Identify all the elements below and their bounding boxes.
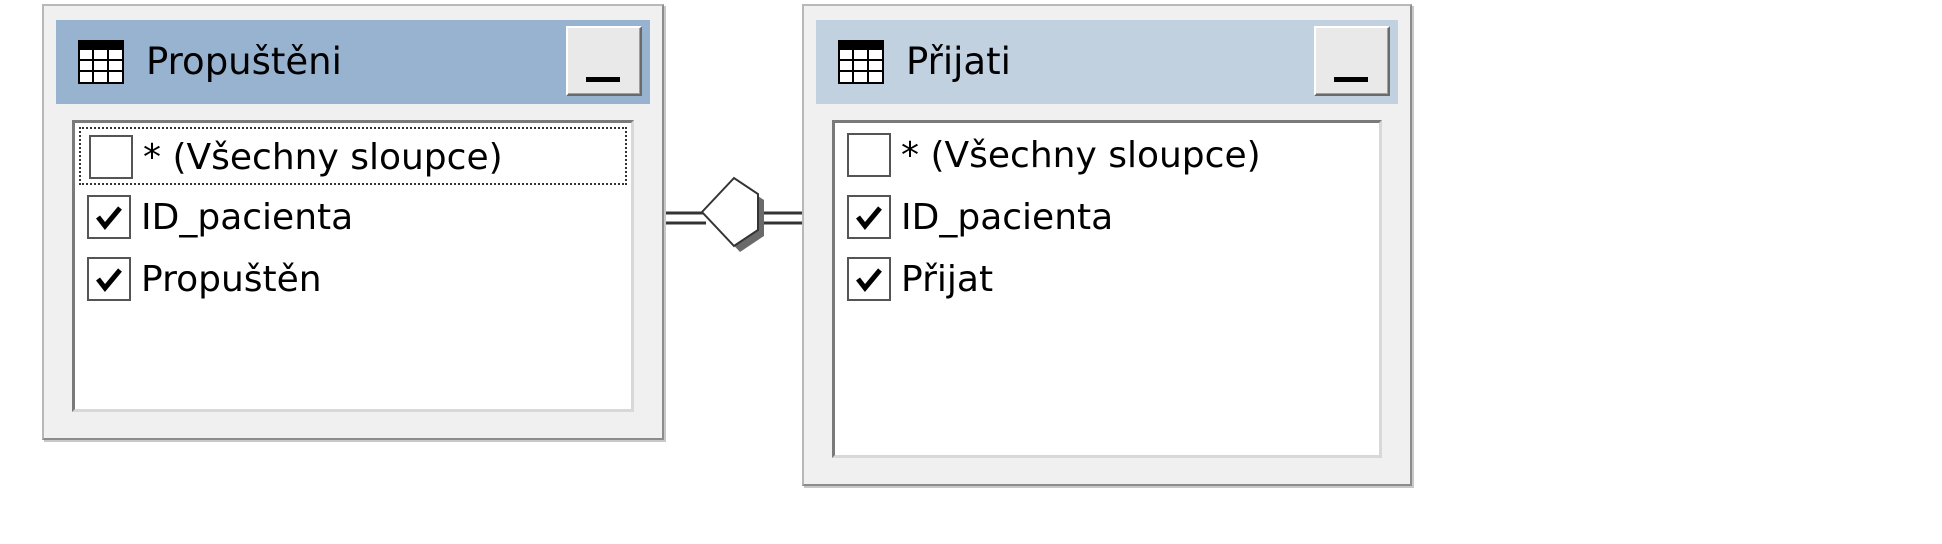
table-title-bar[interactable]: Propuštěni — [56, 20, 650, 104]
column-row-id-pacienta[interactable]: ID_pacienta — [79, 189, 627, 247]
join-line-right — [760, 211, 802, 225]
checkmark-icon — [856, 206, 882, 230]
column-row-propusten[interactable]: Propuštěn — [79, 251, 627, 309]
table-name: Přijati — [906, 40, 1011, 83]
checkbox-id-pacienta[interactable] — [847, 195, 891, 239]
column-row-prijat[interactable]: Přijat — [839, 251, 1375, 309]
checkmark-icon — [96, 268, 122, 292]
checkmark-icon — [96, 206, 122, 230]
column-label: Přijat — [901, 259, 994, 300]
table-title-bar[interactable]: Přijati — [816, 20, 1398, 104]
table-name: Propuštěni — [146, 40, 342, 83]
column-row-all[interactable]: * (Všechny sloupce) — [839, 127, 1375, 185]
table-grid-icon — [838, 40, 884, 84]
column-label: * (Všechny sloupce) — [143, 137, 503, 178]
minimize-icon — [586, 77, 620, 82]
column-row-id-pacienta[interactable]: ID_pacienta — [839, 189, 1375, 247]
join-diamond-icon[interactable] — [700, 176, 764, 252]
checkbox-all-columns[interactable] — [89, 135, 133, 179]
column-row-all[interactable]: * (Všechny sloupce) — [79, 127, 627, 185]
column-label: ID_pacienta — [141, 197, 354, 238]
column-list[interactable]: * (Všechny sloupce) ID_pacienta Propuště… — [72, 120, 634, 412]
table-window-prijati[interactable]: Přijati * (Všechny sloupce) ID_pacienta … — [802, 4, 1412, 486]
checkbox-propusten[interactable] — [87, 257, 131, 301]
checkbox-prijat[interactable] — [847, 257, 891, 301]
minimize-button[interactable] — [566, 26, 642, 96]
column-label: ID_pacienta — [901, 197, 1114, 238]
join-line-left — [664, 211, 706, 225]
minimize-icon — [1334, 77, 1368, 82]
table-window-propusteni[interactable]: Propuštěni * (Všechny sloupce) ID_pacien… — [42, 4, 664, 440]
column-label: Propuštěn — [141, 259, 322, 300]
column-label: * (Všechny sloupce) — [901, 135, 1261, 176]
minimize-button[interactable] — [1314, 26, 1390, 96]
checkbox-all-columns[interactable] — [847, 133, 891, 177]
table-grid-icon — [78, 40, 124, 84]
column-list[interactable]: * (Všechny sloupce) ID_pacienta Přijat — [832, 120, 1382, 458]
checkbox-id-pacienta[interactable] — [87, 195, 131, 239]
checkmark-icon — [856, 268, 882, 292]
